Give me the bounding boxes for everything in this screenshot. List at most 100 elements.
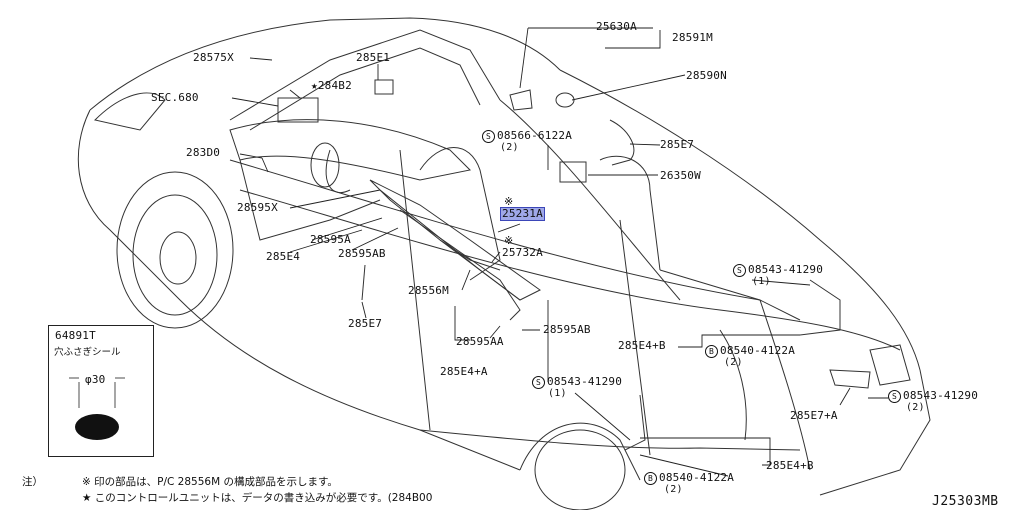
qty-08543-a: (1) (752, 276, 771, 287)
label-sec-680: SEC.680 (151, 91, 199, 104)
harness-285e4b-b (624, 394, 646, 451)
qty-08543-c: (2) (906, 402, 925, 413)
car-roof-line (89, 17, 561, 111)
seal-name: 穴ふさぎシール (54, 347, 121, 358)
front-wheel (132, 194, 218, 316)
star-mark: ★ (311, 79, 318, 92)
label-285e4b-a: 285E4+B (618, 339, 666, 352)
label-283d0: 283D0 (186, 146, 221, 159)
label-284b2-text: 284B2 (317, 79, 352, 92)
label-08566-text: 08566-6122A (497, 129, 573, 142)
label-08543-b-text: 08543-41290 (547, 375, 623, 388)
seal-icon (69, 377, 125, 440)
label-25630a: 25630A (596, 20, 637, 33)
module-285e1 (374, 79, 394, 95)
label-285e1: 285E1 (356, 51, 391, 64)
note-prefix: 注） (22, 476, 43, 488)
quarter-line (759, 299, 811, 471)
tail-light (869, 344, 911, 386)
label-285e7-left: 285E7 (348, 317, 383, 330)
label-08543-a-text: 08543-41290 (748, 263, 824, 276)
label-08543-c-text: 08543-41290 (903, 389, 979, 402)
label-284b2: ★284B2 (311, 80, 352, 92)
a-pillar (499, 99, 681, 301)
headlight (94, 92, 166, 131)
belt-line (229, 159, 761, 301)
car-hood-line (77, 109, 521, 471)
antenna-26350w (559, 161, 587, 183)
seal-diameter: φ30 (85, 373, 106, 386)
screw-symbol: S (482, 130, 495, 143)
steering-wheel (310, 142, 340, 188)
dash-lower (239, 159, 381, 241)
windshield-line (229, 29, 501, 121)
note-line-2: ★ このコントロールユニットは、データの書き込みが必要です。(284B00 (82, 492, 433, 504)
label-28595aa: 28595AA (456, 335, 504, 348)
qty-08566: (2) (500, 142, 519, 153)
label-28595x: 28595X (237, 201, 278, 214)
dashboard (229, 119, 472, 181)
roof-rear (559, 69, 921, 371)
screw-symbol: S (888, 390, 901, 403)
kome-mark-25732a: ※ (504, 234, 514, 247)
harness-285e7-left (361, 264, 366, 301)
front-seat (419, 147, 501, 281)
bolt-symbol: B (644, 472, 657, 485)
note-line-1: ※ 印の部品は、P/C 28556M の構成部品を示します。 (82, 476, 338, 488)
label-285e7-right: 285E7 (660, 138, 695, 151)
harness-285e4b-a (799, 279, 841, 336)
rear-seat (599, 155, 661, 271)
windshield-inner (249, 47, 481, 131)
leader-lines (231, 27, 888, 477)
bolt-symbol: B (705, 345, 718, 358)
screw-symbol: S (733, 264, 746, 277)
ecu-284b2 (277, 97, 319, 123)
door-line-a (399, 149, 431, 431)
label-08540-b-text: 08540-4122A (659, 471, 735, 484)
cargo-floor (659, 269, 801, 321)
qty-08540-b: (2) (664, 484, 683, 495)
label-08540-a-text: 08540-4122A (720, 344, 796, 357)
front-wheel-arch (116, 171, 234, 329)
steering-column (325, 149, 351, 193)
rear-door-trim (719, 329, 747, 441)
seal-part-number: 64891T (55, 329, 96, 342)
label-28590n: 28590N (686, 69, 727, 82)
kome-mark-25231a: ※ (504, 195, 514, 208)
label-285e4: 285E4 (266, 250, 301, 263)
label-28595a: 28595A (310, 233, 351, 246)
screw-symbol: S (532, 376, 545, 389)
qty-08540-a: (2) (724, 357, 743, 368)
door-line-b (619, 219, 651, 456)
rear-wheel (534, 429, 626, 510)
label-28595ab-center: 28595AB (543, 323, 591, 336)
console-tunnel (399, 209, 521, 321)
label-28595ab-left: 28595AB (338, 247, 386, 260)
seal-inset-box: 64891T 穴ふさぎシール φ30 (48, 325, 154, 457)
front-wheel-hub (159, 231, 197, 285)
label-285e4a: 285E4+A (440, 365, 488, 378)
harness-285e7-right (609, 119, 635, 166)
ring-28590n (555, 92, 575, 108)
rear-body (819, 369, 931, 496)
label-28591m: 28591M (672, 31, 713, 44)
label-285e4b-b: 285E4+B (766, 459, 814, 472)
qty-08543-b: (1) (548, 388, 567, 399)
label-28575x: 28575X (193, 51, 234, 64)
label-25231a-highlighted[interactable]: 25231A (500, 207, 545, 221)
harness-285e7a (829, 369, 871, 389)
console (369, 179, 541, 301)
sensor-25630a (509, 89, 533, 111)
label-28556m: 28556M (408, 284, 449, 297)
harness-branch (439, 239, 501, 271)
label-26350w: 26350W (660, 169, 701, 182)
diagram-code: J25303MB (932, 494, 999, 509)
label-25732a: 25732A (502, 246, 543, 259)
